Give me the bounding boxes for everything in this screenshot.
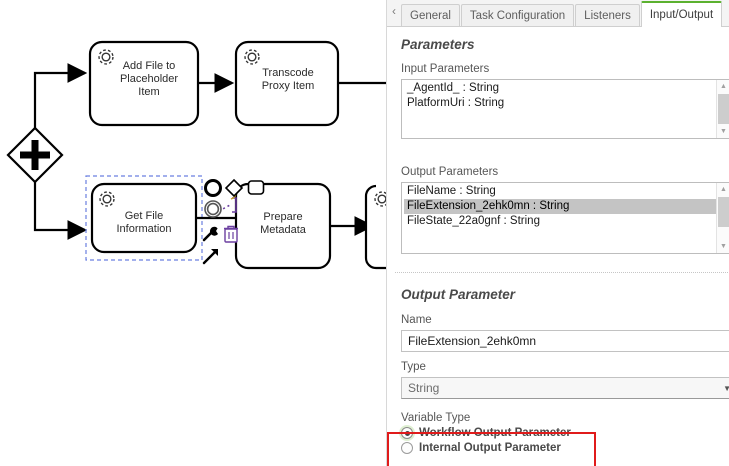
scroll-thumb[interactable]	[718, 197, 729, 227]
gateway-icon[interactable]	[224, 178, 244, 198]
tab-general[interactable]: General	[401, 4, 460, 26]
task-label-prepare: Prepare Metadata	[260, 211, 306, 236]
name-label: Name	[401, 314, 432, 326]
input-parameters-label: Input Parameters	[401, 63, 490, 75]
variable-type-label: Variable Type	[401, 412, 471, 424]
gear-icon	[99, 191, 115, 207]
task-label-get-file: Get File Information	[116, 210, 172, 235]
parameters-heading: Parameters	[401, 37, 475, 52]
bpmn-vector-layer	[6, 40, 386, 270]
chevron-down-icon[interactable]: ▼	[723, 383, 729, 393]
radio-internal-output-parameter[interactable]: Internal Output Parameter	[401, 442, 601, 454]
trash-icon[interactable]	[222, 224, 240, 244]
wrench-icon[interactable]	[201, 224, 221, 244]
scroll-down-icon[interactable]: ▼	[720, 243, 727, 250]
list-item[interactable]: PlatformUri : String	[407, 97, 505, 109]
gear-icon	[374, 191, 386, 207]
type-select[interactable]: String ▼	[401, 377, 729, 399]
type-label: Type	[401, 361, 426, 373]
section-divider	[395, 272, 729, 273]
output-parameters-list[interactable]: FileName : String FileExtension_2ehk0mn …	[401, 182, 729, 254]
task-label-transcode: Transcode Proxy Item	[261, 67, 315, 92]
bpmn-canvas[interactable]: Add File to Placeholder Item Transcode P…	[0, 0, 386, 466]
chevron-left-icon[interactable]: ‹	[392, 3, 396, 18]
radio-icon-selected[interactable]	[401, 427, 413, 439]
tab-input-output[interactable]: Input/Output	[640, 1, 723, 27]
tab-task-configuration[interactable]: Task Configuration	[460, 4, 575, 26]
list-item[interactable]: FileName : String	[407, 185, 496, 197]
parallel-gateway-shape	[6, 126, 64, 184]
type-select-value: String	[408, 381, 440, 395]
input-list-scrollbar[interactable]: ▲ ▼	[716, 80, 729, 138]
radio-workflow-output-parameter[interactable]: Workflow Output Parameter	[401, 427, 601, 439]
properties-panel: ‹ General Task Configuration Listeners I…	[386, 0, 729, 466]
gear-icon	[98, 49, 114, 65]
list-item[interactable]: FileState_22a0gnf : String	[407, 215, 540, 227]
output-parameters-label: Output Parameters	[401, 166, 499, 178]
gear-icon	[244, 49, 260, 65]
output-parameter-heading: Output Parameter	[401, 287, 516, 302]
start-event-icon[interactable]	[203, 178, 223, 198]
scroll-down-icon[interactable]: ▼	[720, 128, 727, 135]
task-label-add-file: Add File to Placeholder Item	[119, 60, 179, 98]
scroll-up-icon[interactable]: ▲	[720, 186, 727, 193]
tab-listeners[interactable]: Listeners	[575, 4, 640, 26]
panel-body: Parameters Input Parameters _AgentId_ : …	[387, 27, 729, 466]
name-input[interactable]: FileExtension_2ehk0mn	[401, 330, 729, 352]
variable-type-group: Variable Type Workflow Output Parameter …	[401, 412, 601, 454]
scroll-up-icon[interactable]: ▲	[720, 83, 727, 90]
radio-icon[interactable]	[401, 442, 413, 454]
list-item-selected[interactable]: FileExtension_2ehk0mn : String	[404, 199, 716, 214]
output-list-scrollbar[interactable]: ▲ ▼	[716, 183, 729, 253]
task-icon[interactable]	[246, 178, 266, 198]
input-parameters-list[interactable]: _AgentId_ : String PlatformUri : String …	[401, 79, 729, 139]
scroll-thumb[interactable]	[718, 94, 729, 124]
connect-arrow-icon[interactable]	[201, 246, 221, 266]
end-event-icon[interactable]	[203, 199, 223, 219]
list-item[interactable]: _AgentId_ : String	[407, 82, 500, 94]
tab-bar: ‹ General Task Configuration Listeners I…	[387, 0, 729, 27]
